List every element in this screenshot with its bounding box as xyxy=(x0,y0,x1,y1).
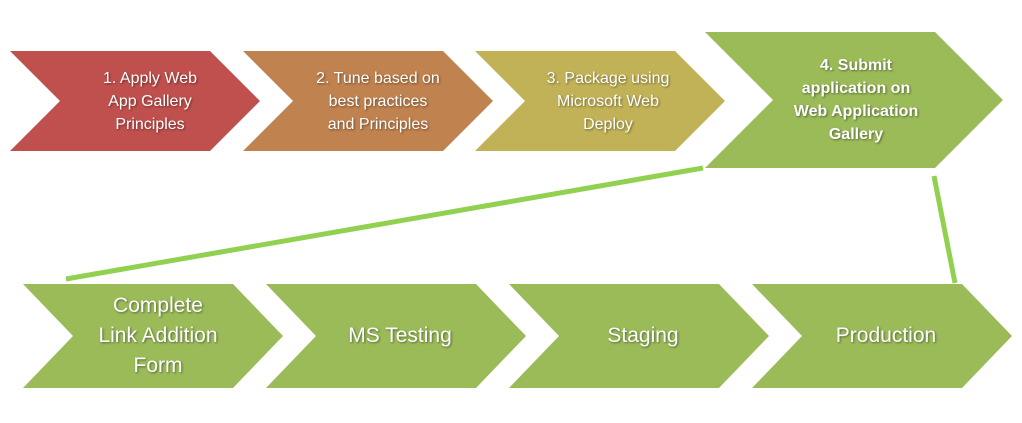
step-3-chevron xyxy=(475,51,725,151)
sub-step-1-chevron xyxy=(23,284,283,388)
step-4-chevron xyxy=(705,32,1003,168)
sub-step-3-chevron xyxy=(509,284,769,388)
sub-step-2-chevron xyxy=(266,284,526,388)
connector-line-left xyxy=(65,165,704,282)
step-1-chevron xyxy=(10,51,260,151)
connector-line-right xyxy=(931,175,958,284)
step-2-chevron xyxy=(243,51,493,151)
sub-step-4-chevron xyxy=(752,284,1012,388)
